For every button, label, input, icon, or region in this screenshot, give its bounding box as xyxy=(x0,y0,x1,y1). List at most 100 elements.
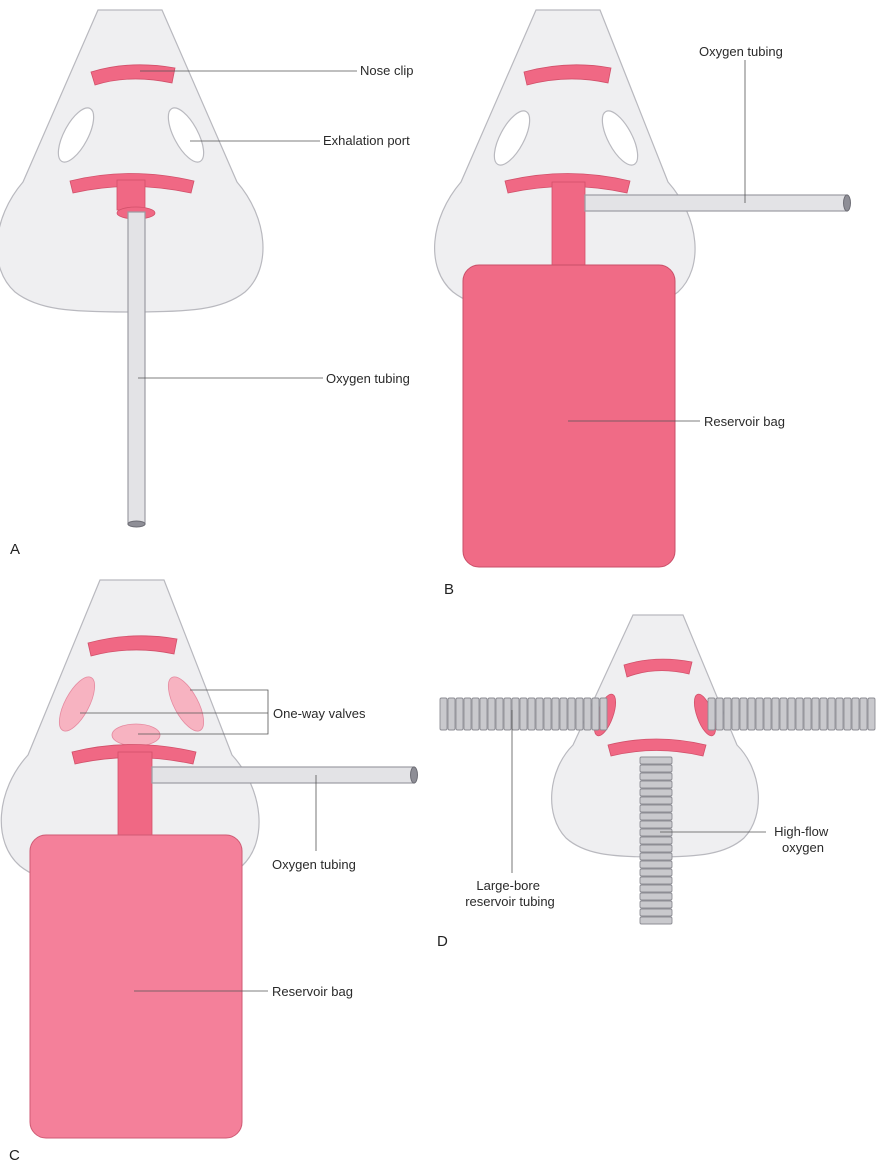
tubing-rib xyxy=(511,697,520,731)
tubing-rib xyxy=(639,756,673,765)
reservoir-bag-label: Reservoir bag xyxy=(704,414,785,429)
tubing-rib xyxy=(811,697,820,731)
tubing-rib xyxy=(543,697,552,731)
tubing-rib xyxy=(559,697,568,731)
tubing-rib xyxy=(731,697,740,731)
tubing-rib xyxy=(819,697,828,731)
tubing-rib xyxy=(639,868,673,877)
tubing-rib xyxy=(479,697,488,731)
panel-letter: A xyxy=(10,541,20,558)
exhalation-port-right xyxy=(601,110,639,166)
tubing-rib xyxy=(779,697,788,731)
oxygen-tubing-label: Oxygen tubing xyxy=(272,857,356,872)
tubing-rib xyxy=(639,852,673,861)
tubing-rib xyxy=(495,697,504,731)
large-bore-tubing-label: Large-bore reservoir tubing xyxy=(465,878,555,909)
tubing-rib xyxy=(575,697,584,731)
tubing-rib xyxy=(567,697,576,731)
tubing-rib xyxy=(715,697,724,731)
panel-letter: D xyxy=(437,933,448,950)
mouth-clip xyxy=(607,738,707,757)
oxygen-tubing xyxy=(584,194,848,212)
tubing-rib xyxy=(639,892,673,901)
tubing-rib xyxy=(503,697,512,731)
one-way-valve-right xyxy=(167,676,205,732)
tube-connector xyxy=(116,179,146,211)
tubing-rib xyxy=(867,697,876,731)
tubing-rib xyxy=(835,697,844,731)
oxygen-tubing xyxy=(127,211,146,525)
tubing-rib xyxy=(535,697,544,731)
nose-clip xyxy=(87,635,178,657)
tube-connector xyxy=(117,751,153,839)
exhalation-port-label: Exhalation port xyxy=(323,133,410,148)
tubing-rib xyxy=(439,697,448,731)
large-bore-label-line-2: reservoir tubing xyxy=(465,894,555,909)
tubing-rib xyxy=(851,697,860,731)
oxygen-tubing-label: Oxygen tubing xyxy=(326,371,410,386)
high-flow-oxygen-tubing xyxy=(639,756,673,925)
one-way-valves-label: One-way valves xyxy=(273,706,366,721)
oxygen-tubing xyxy=(151,766,415,784)
tubing-rib xyxy=(639,908,673,917)
nose-clip xyxy=(523,64,612,86)
tubing-rib xyxy=(599,697,608,731)
tubing-rib xyxy=(859,697,868,731)
tubing-rib xyxy=(447,697,456,731)
tubing-rib xyxy=(707,697,716,731)
tubing-rib xyxy=(639,796,673,805)
tubing-rib xyxy=(639,916,673,925)
tubing-rib xyxy=(639,820,673,829)
nose-clip xyxy=(90,64,176,86)
tubing-rib xyxy=(763,697,772,731)
large-bore-label-line-1: Large-bore xyxy=(476,878,540,893)
panel-letter: C xyxy=(9,1147,20,1164)
large-bore-reservoir-tubing-left xyxy=(439,697,608,731)
tubing-rib xyxy=(639,876,673,885)
reservoir-bag-label: Reservoir bag xyxy=(272,984,353,999)
tubing-rib xyxy=(583,697,592,731)
tubing-rib xyxy=(639,884,673,893)
high-flow-label-line-2: oxygen xyxy=(782,840,824,855)
tubing-rib xyxy=(755,697,764,731)
large-bore-reservoir-tubing-right xyxy=(707,697,876,731)
tubing-rib xyxy=(639,836,673,845)
exhalation-port-right xyxy=(167,107,205,163)
nose-clip xyxy=(623,658,693,678)
reservoir-bag xyxy=(29,834,243,1139)
panel-a: Nose clip Exhalation port Oxygen tubing … xyxy=(0,9,413,558)
tubing-rib xyxy=(639,764,673,773)
tubing-rib xyxy=(591,697,600,731)
tubing-rib xyxy=(527,697,536,731)
tubing-rib xyxy=(471,697,480,731)
tubing-rib xyxy=(739,697,748,731)
valves-bracket xyxy=(138,689,269,735)
tubing-rib xyxy=(519,697,528,731)
exhalation-port-left xyxy=(493,110,531,166)
tubing-rib xyxy=(747,697,756,731)
tubing-rib xyxy=(639,844,673,853)
panel-d: Large-bore reservoir tubing High-flow ox… xyxy=(437,614,876,950)
tube-connector xyxy=(551,181,586,269)
tubing-rib xyxy=(843,697,852,731)
tubing-end xyxy=(127,520,146,528)
tubing-rib xyxy=(795,697,804,731)
reservoir-bag xyxy=(462,264,676,568)
tubing-rib xyxy=(455,697,464,731)
tubing-rib xyxy=(551,697,560,731)
tubing-rib xyxy=(639,812,673,821)
tubing-end xyxy=(843,194,851,212)
tubing-rib xyxy=(639,828,673,837)
one-way-valve-left xyxy=(58,676,96,732)
tubing-end xyxy=(410,766,418,784)
tubing-rib xyxy=(639,772,673,781)
high-flow-oxygen-label: High-flow oxygen xyxy=(774,824,832,855)
one-way-valve-center xyxy=(111,723,161,747)
tubing-rib xyxy=(639,860,673,869)
panel-c: One-way valves Oxygen tubing Reservoir b… xyxy=(0,579,418,1164)
oxygen-tubing-label: Oxygen tubing xyxy=(699,44,783,59)
tubing-rib xyxy=(639,804,673,813)
tubing-rib xyxy=(771,697,780,731)
tubing-rib xyxy=(639,788,673,797)
